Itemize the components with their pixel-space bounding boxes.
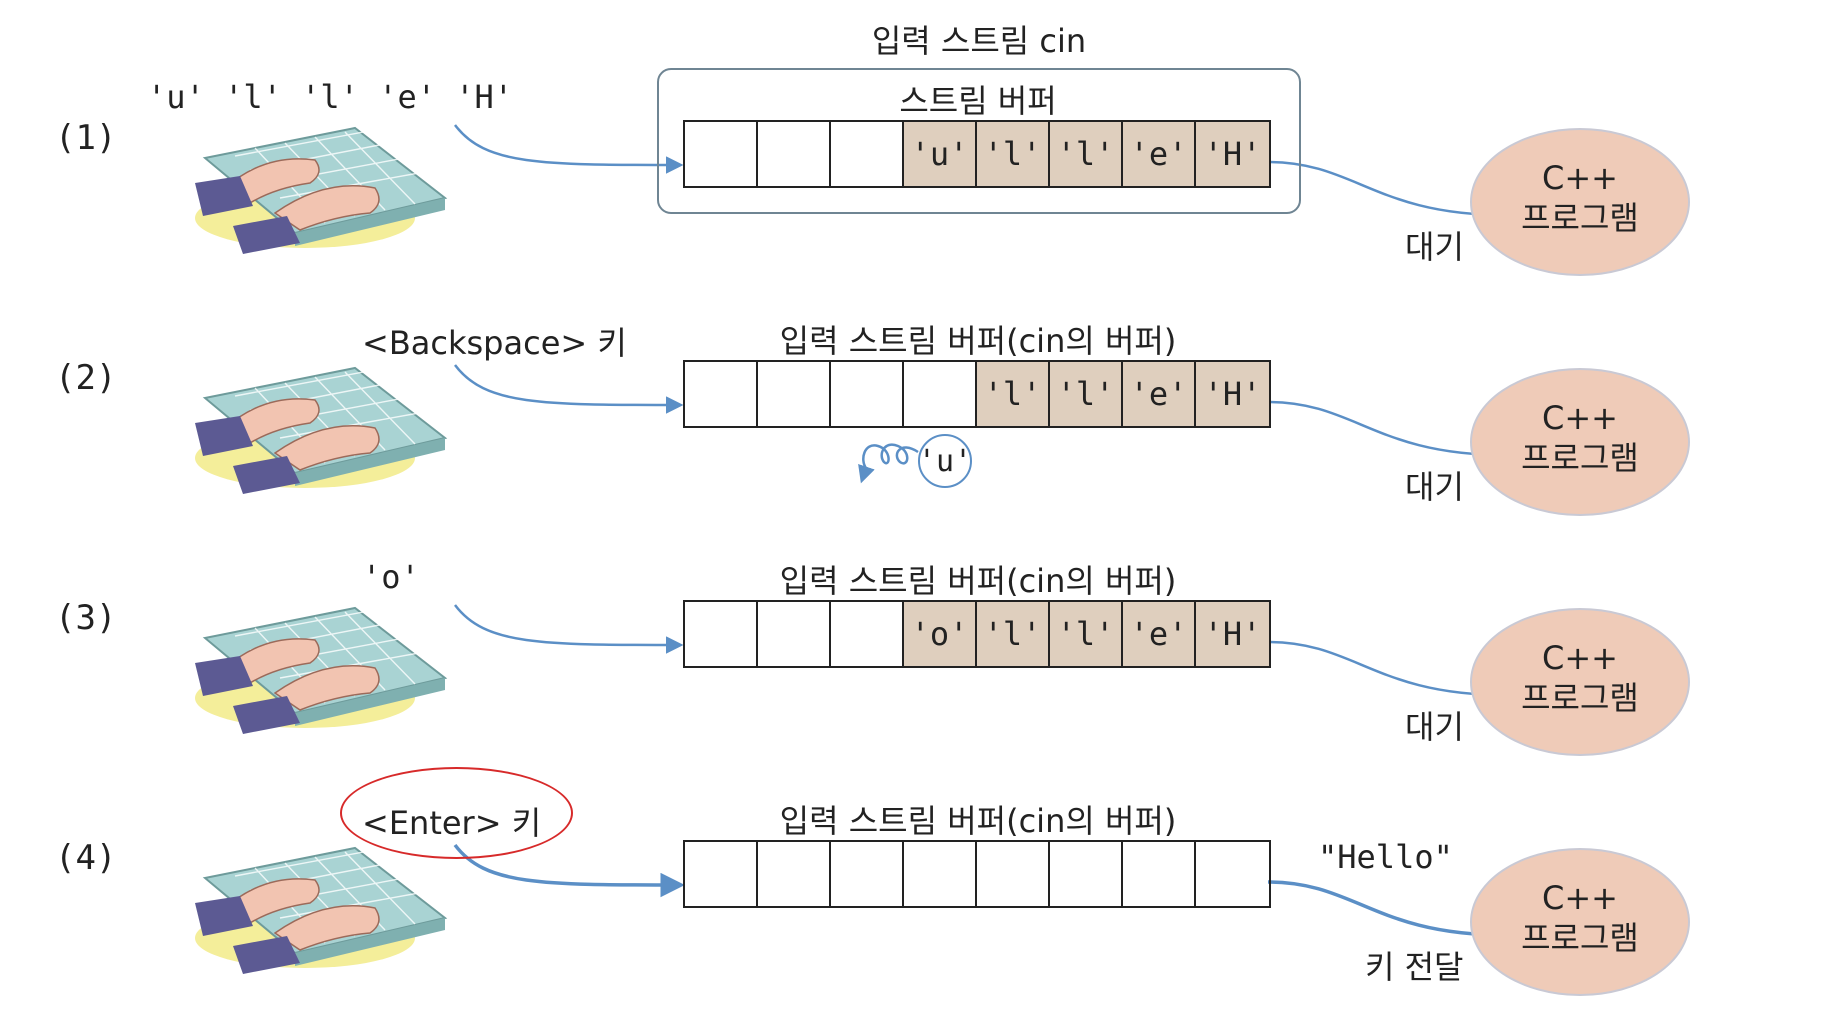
buffer-cell (685, 602, 758, 666)
buffer-cell: 'l' (1050, 362, 1123, 426)
cpp-program-node: C++ 프로그램 (1470, 128, 1690, 276)
buffer-title: 입력 스트림 버퍼(cin의 버퍼) (779, 562, 1177, 600)
buffer-cell: 'u' (904, 122, 977, 186)
buffer-cell (831, 602, 904, 666)
backspace-key-label: <Backspace> 키 (362, 324, 627, 362)
step-4: (4) <Enter> 키 입력 스트림 버퍼(cin의 버퍼) C++ 프로그… (0, 720, 1842, 996)
buffer-cell: 'H' (1196, 602, 1269, 666)
step-number: (1) (55, 118, 117, 158)
buffer-cell (758, 362, 831, 426)
buffer-cell (1050, 842, 1123, 906)
program-line-2: 프로그램 (1521, 679, 1639, 717)
buffer-cell (758, 602, 831, 666)
program-line-2: 프로그램 (1521, 919, 1639, 957)
step-2: (2) <Backspace> 키 입력 스트림 버퍼(cin의 버퍼) 'l'… (0, 240, 1842, 516)
program-line-1: C++ (1542, 879, 1618, 917)
buffer-cell (1196, 842, 1269, 906)
buffer-title: 스트림 버퍼 (899, 82, 1057, 120)
step-number: (2) (55, 358, 117, 398)
program-line-2: 프로그램 (1521, 439, 1639, 477)
input-stream-label: 입력 스트림 cin (871, 22, 1087, 60)
cpp-program-node: C++ 프로그램 (1470, 608, 1690, 756)
step-1: (1) 'u' 'l' 'l' 'e' 'H' 스트림 버퍼 'u' 'l' '… (0, 0, 1842, 276)
buffer-cell: 'e' (1123, 602, 1196, 666)
buffer-cell (685, 842, 758, 906)
status-label: 키 전달 (1365, 948, 1464, 986)
output-string: "Hello" (1318, 838, 1453, 876)
buffer-cell: 'l' (977, 122, 1050, 186)
buffer-cell (831, 842, 904, 906)
removed-char: 'u' (918, 434, 972, 488)
cpp-program-node: C++ 프로그램 (1470, 848, 1690, 996)
step-3: (3) 'o' 입력 스트림 버퍼(cin의 버퍼) 'o' 'l' 'l' '… (0, 480, 1842, 756)
buffer-cell (831, 122, 904, 186)
buffer-cell (1123, 842, 1196, 906)
program-line-1: C++ (1542, 639, 1618, 677)
buffer-cell (831, 362, 904, 426)
buffer-cell (977, 842, 1050, 906)
buffer-cell (685, 122, 758, 186)
buffer-cell: 'H' (1196, 122, 1269, 186)
status-label: 대기 (1405, 228, 1464, 266)
typed-key-label: 'o' (362, 558, 420, 596)
program-line-1: C++ (1542, 159, 1618, 197)
status-label: 대기 (1405, 708, 1464, 746)
buffer-cell: 'l' (1050, 602, 1123, 666)
typed-keys-label: 'u' 'l' 'l' 'e' 'H' (147, 78, 514, 116)
stream-buffer (683, 840, 1271, 908)
program-line-2: 프로그램 (1521, 199, 1639, 237)
step-number: (4) (55, 838, 117, 878)
stream-buffer: 'l' 'l' 'e' 'H' (683, 360, 1271, 428)
buffer-cell: 'e' (1123, 122, 1196, 186)
buffer-cell: 'l' (1050, 122, 1123, 186)
status-label: 대기 (1405, 468, 1464, 506)
buffer-title: 입력 스트림 버퍼(cin의 버퍼) (779, 802, 1177, 840)
buffer-cell: 'H' (1196, 362, 1269, 426)
buffer-cell (904, 842, 977, 906)
buffer-cell (904, 362, 977, 426)
buffer-cell: 'e' (1123, 362, 1196, 426)
buffer-title: 입력 스트림 버퍼(cin의 버퍼) (779, 322, 1177, 360)
stream-buffer: 'o' 'l' 'l' 'e' 'H' (683, 600, 1271, 668)
buffer-cell: 'l' (977, 362, 1050, 426)
buffer-cell (758, 842, 831, 906)
stream-buffer: 'u' 'l' 'l' 'e' 'H' (683, 120, 1271, 188)
cpp-program-node: C++ 프로그램 (1470, 368, 1690, 516)
buffer-cell: 'l' (977, 602, 1050, 666)
buffer-cell: 'o' (904, 602, 977, 666)
enter-key-highlight (340, 767, 573, 859)
program-line-1: C++ (1542, 399, 1618, 437)
step-number: (3) (55, 598, 117, 638)
buffer-cell (758, 122, 831, 186)
buffer-cell (685, 362, 758, 426)
input-stream-frame (657, 68, 1301, 214)
